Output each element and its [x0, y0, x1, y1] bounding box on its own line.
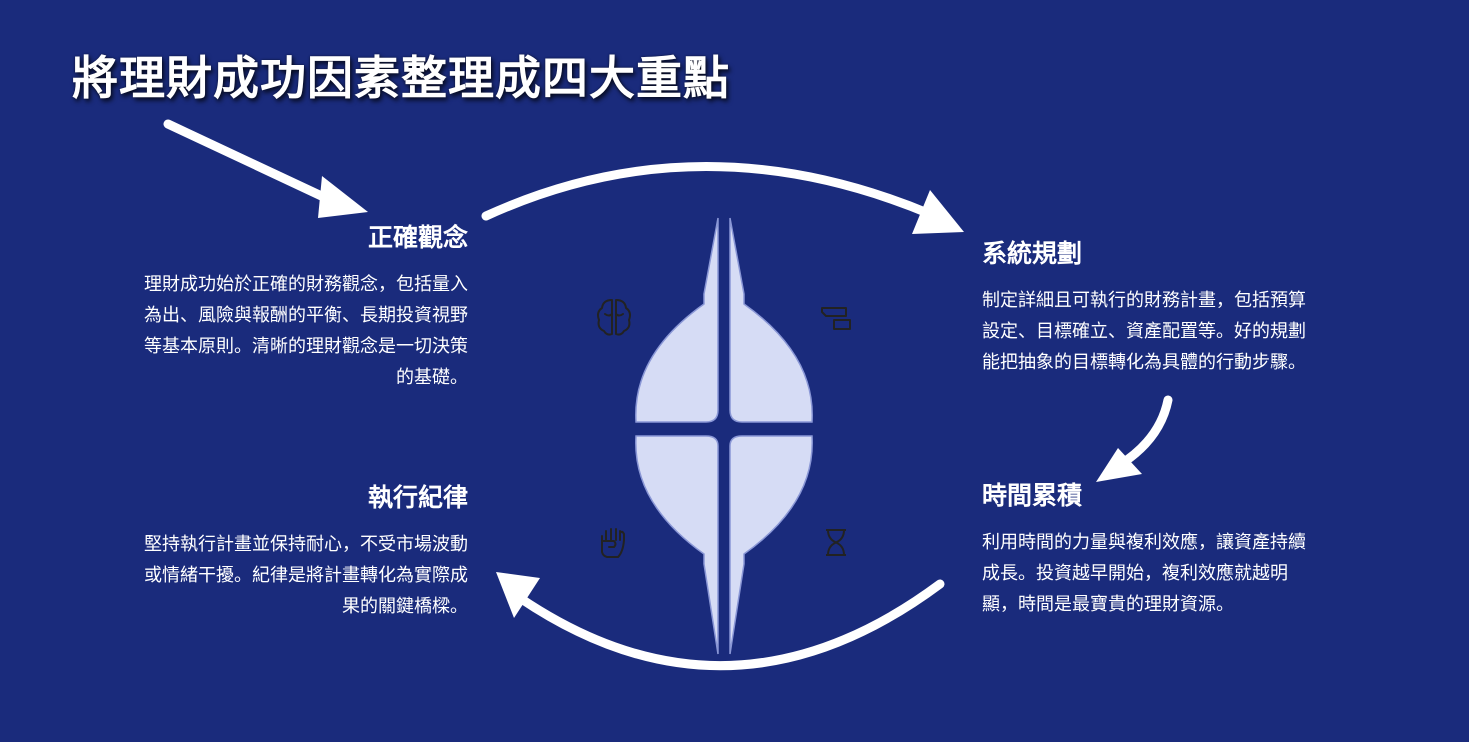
item-line: 能把抽象的目標轉化為具體的行動步驟。 [982, 351, 1306, 373]
signpost-icon [821, 307, 851, 330]
arrow-right-down [1113, 395, 1173, 471]
item-line: 為出、風險與報酬的平衡、長期投資視野 [144, 304, 468, 326]
arrowhead-title [318, 176, 368, 218]
item-correct-concept: 正確觀念 理財成功始於正確的財務觀念，包括量入 為出、風險與報酬的平衡、長期投資… [78, 222, 468, 393]
item-line: 堅持執行計畫並保持耐心，不受市場波動 [144, 533, 468, 555]
arrow-title-to-first [163, 119, 335, 205]
arrow-top-arc [481, 162, 935, 221]
item-line: 的基礎。 [396, 366, 468, 388]
fist-icon [601, 528, 625, 558]
item-line: 理財成功始於正確的財務觀念，包括量入 [144, 273, 468, 295]
item-description: 利用時間的力量與複利效應，讓資產持續 成長。投資越早開始，複利效應就越明 顯，時… [982, 527, 1372, 620]
ring [635, 217, 813, 655]
item-time-accumulation: 時間累積 利用時間的力量與複利效應，讓資產持續 成長。投資越早開始，複利效應就越… [982, 480, 1372, 620]
item-line: 果的關鍵橋樑。 [342, 595, 468, 617]
hourglass-icon [826, 529, 846, 556]
item-line: 設定、目標確立、資產配置等。好的規劃 [982, 320, 1306, 342]
arrowhead-bottom [496, 572, 540, 618]
arrowhead-right [1096, 448, 1142, 482]
arrowheads [318, 176, 1142, 618]
page-title: 將理財成功因素整理成四大重點 [72, 51, 730, 105]
item-heading: 系統規劃 [982, 239, 1083, 268]
item-heading: 執行紀律 [367, 483, 468, 512]
item-description: 理財成功始於正確的財務觀念，包括量入 為出、風險與報酬的平衡、長期投資視野 等基… [78, 269, 468, 393]
item-line: 等基本原則。清晰的理財觀念是一切決策 [144, 335, 468, 357]
segment-top-left[interactable] [635, 217, 719, 423]
item-description: 堅持執行計畫並保持耐心，不受市場波動 或情緒干擾。紀律是將計畫轉化為實際成 果的… [78, 529, 468, 622]
arrowhead-top [912, 190, 964, 234]
segment-top-right[interactable] [729, 217, 813, 423]
item-heading: 正確觀念 [367, 223, 468, 252]
item-system-planning: 系統規劃 制定詳細且可執行的財務計畫，包括預算 設定、目標確立、資產配置等。好的… [982, 238, 1372, 378]
segment-bottom-left[interactable] [635, 435, 719, 655]
item-line: 或情緒干擾。紀律是將計畫轉化為實際成 [144, 564, 468, 586]
arrow-bottom-arc [515, 579, 945, 671]
item-line: 顯，時間是最寶貴的理財資源。 [982, 593, 1234, 615]
item-line: 制定詳細且可執行的財務計畫，包括預算 [982, 289, 1306, 311]
segment-bottom-right[interactable] [729, 435, 813, 655]
item-line: 利用時間的力量與複利效應，讓資產持續 [982, 531, 1306, 553]
item-line: 成長。投資越早開始，複利效應就越明 [982, 562, 1288, 584]
item-heading: 時間累積 [982, 481, 1083, 510]
item-execution-discipline: 執行紀律 堅持執行計畫並保持耐心，不受市場波動 或情緒干擾。紀律是將計畫轉化為實… [78, 482, 468, 622]
brain-icon [597, 299, 631, 336]
item-description: 制定詳細且可執行的財務計畫，包括預算 設定、目標確立、資產配置等。好的規劃 能把… [982, 285, 1372, 378]
